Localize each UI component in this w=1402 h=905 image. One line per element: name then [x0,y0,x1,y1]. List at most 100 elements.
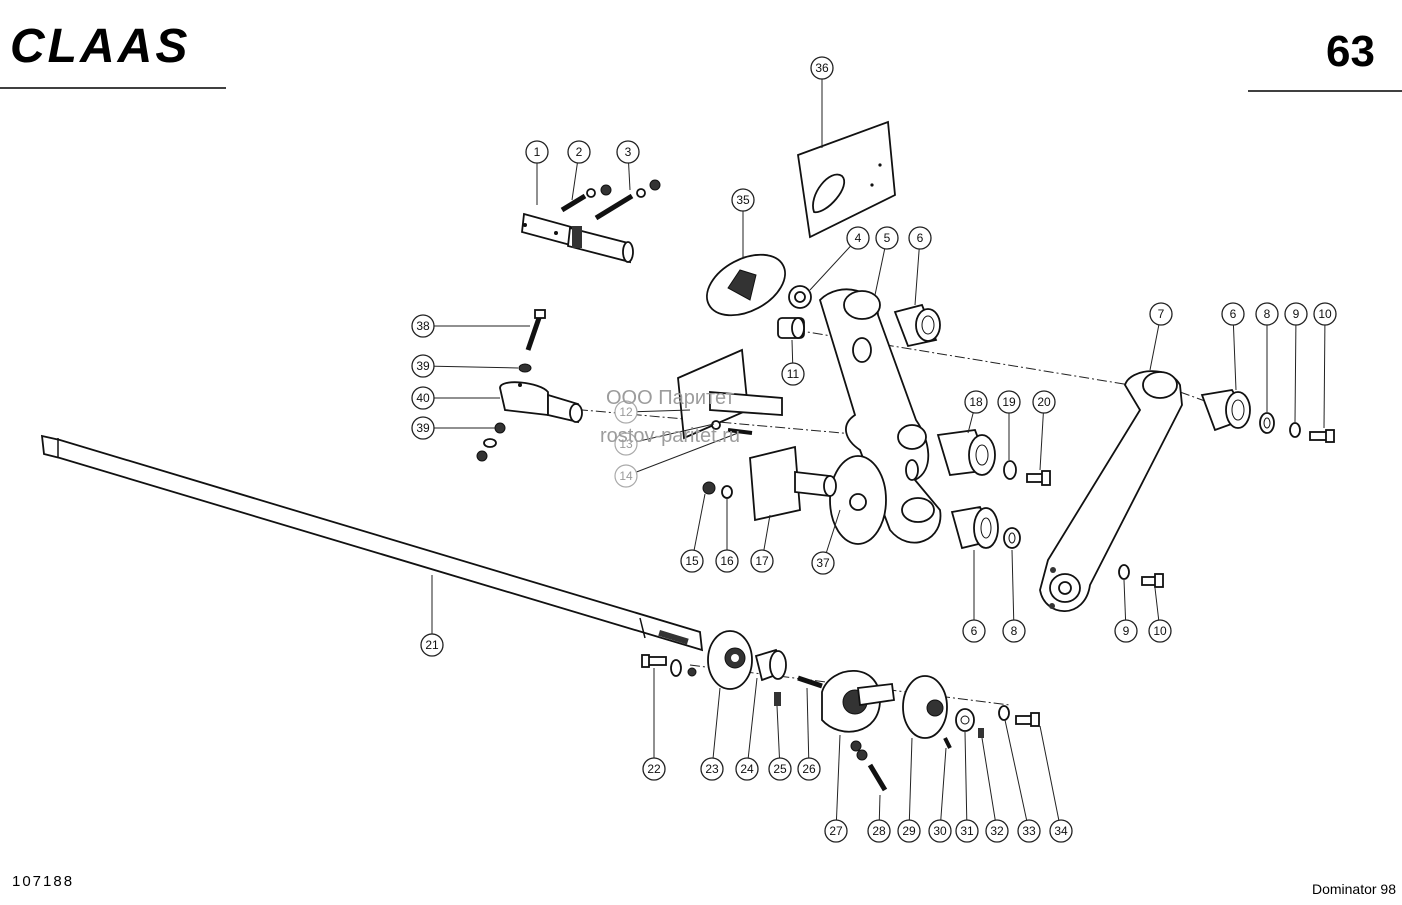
callout-number: 27 [829,824,843,838]
callout-number: 6 [917,231,924,245]
callout-circle [867,819,891,843]
part-bushing-6-top [893,303,941,348]
callout-33: 33 [1017,819,1041,843]
callout-number: 10 [1153,624,1167,638]
part-plate-36 [797,120,896,239]
callout-circle [985,819,1009,843]
callout-31: 31 [955,819,979,843]
callout-6: 6 [908,226,932,250]
part-arm-7 [1039,370,1183,612]
washers-8-9-right [1259,412,1301,438]
callout-4: 4 [846,226,870,250]
callout-circle [614,464,638,488]
leader-line-23 [711,687,721,770]
callout-number: 6 [971,624,978,638]
part-pin-30 [943,737,952,749]
claas-logo: CLAAS [10,20,190,73]
callout-number: 39 [416,421,430,435]
bolt-34 [1015,712,1040,727]
callout-number: 20 [1037,395,1051,409]
callout-22: 22 [642,757,666,781]
callout-number: 23 [705,762,719,776]
leader-line-26 [806,687,810,770]
callout-9: 9 [1284,302,1308,326]
callout-circle [908,226,932,250]
part-pin-32 [978,728,984,738]
washer-19 [1003,460,1017,480]
callout-number: 4 [855,231,862,245]
callout-circle [875,226,899,250]
callout-20: 20 [1032,390,1056,414]
callout-10: 10 [1313,302,1337,326]
callout-30: 30 [928,819,952,843]
callout-circle [824,819,848,843]
callout-circle [1002,619,1026,643]
callout-number: 36 [815,61,829,75]
callout-circle [928,819,952,843]
leader-line-31 [964,731,968,832]
callout-13: 13 [614,432,638,456]
washer-8-lower [1003,527,1021,549]
leader-line-34 [1039,725,1062,832]
callout-5: 5 [875,226,899,250]
leader-line-29 [908,737,913,832]
bolt-20 [1026,470,1051,486]
leader-line-30 [939,747,947,832]
callout-number: 8 [1264,307,1271,321]
washer-39-top [518,363,532,373]
washers-39-lower [476,422,506,462]
washer-33 [998,705,1010,721]
part-pin-25 [774,692,781,706]
callout-circle [1149,302,1173,326]
leader-line-8 [1011,549,1015,632]
part-flange-29 [902,675,948,739]
callout-number: 22 [647,762,661,776]
part-nut-4 [788,285,812,309]
callout-number: 5 [884,231,891,245]
callout-24: 24 [735,757,759,781]
callout-38: 38 [411,314,435,338]
callout-circle [1313,302,1337,326]
bolts-2-3 [560,179,661,221]
callout-circle [420,633,444,657]
callout-circle [810,56,834,80]
model-name: Dominator 98 [1312,881,1396,897]
callout-circle [768,757,792,781]
callout-circle [525,140,549,164]
callout-number: 14 [619,469,633,483]
washers-22 [670,659,697,677]
callout-10: 10 [1148,619,1172,643]
callout-circle [1114,619,1138,643]
callout-2: 2 [567,140,591,164]
callout-circle [1049,819,1073,843]
callout-circle [680,549,704,573]
callout-number: 13 [619,437,633,451]
part-sleeve-1 [521,212,634,264]
part-plate-17 [749,445,837,522]
callout-14: 14 [614,464,638,488]
callout-7: 7 [1149,302,1173,326]
part-disc-35 [706,253,786,317]
callout-36: 36 [810,56,834,80]
callout-18: 18 [964,390,988,414]
callout-number: 33 [1022,824,1036,838]
callout-39: 39 [411,354,435,378]
washer-9-lower [1118,564,1130,580]
bolt-10-lower [1141,573,1164,588]
callout-6: 6 [1221,302,1245,326]
callout-circle [997,390,1021,414]
callout-number: 6 [1230,307,1237,321]
callout-number: 17 [755,554,769,568]
parts-28 [850,740,888,792]
callout-15: 15 [680,549,704,573]
parts-13-14 [711,420,753,435]
callout-number: 15 [685,554,699,568]
callout-number: 9 [1293,307,1300,321]
callout-11: 11 [781,362,805,386]
leader-line-32 [981,737,998,832]
leader-line-10 [1323,313,1326,429]
callout-number: 34 [1054,824,1068,838]
page-number: 63 [1326,27,1375,76]
callout-16: 16 [715,549,739,573]
